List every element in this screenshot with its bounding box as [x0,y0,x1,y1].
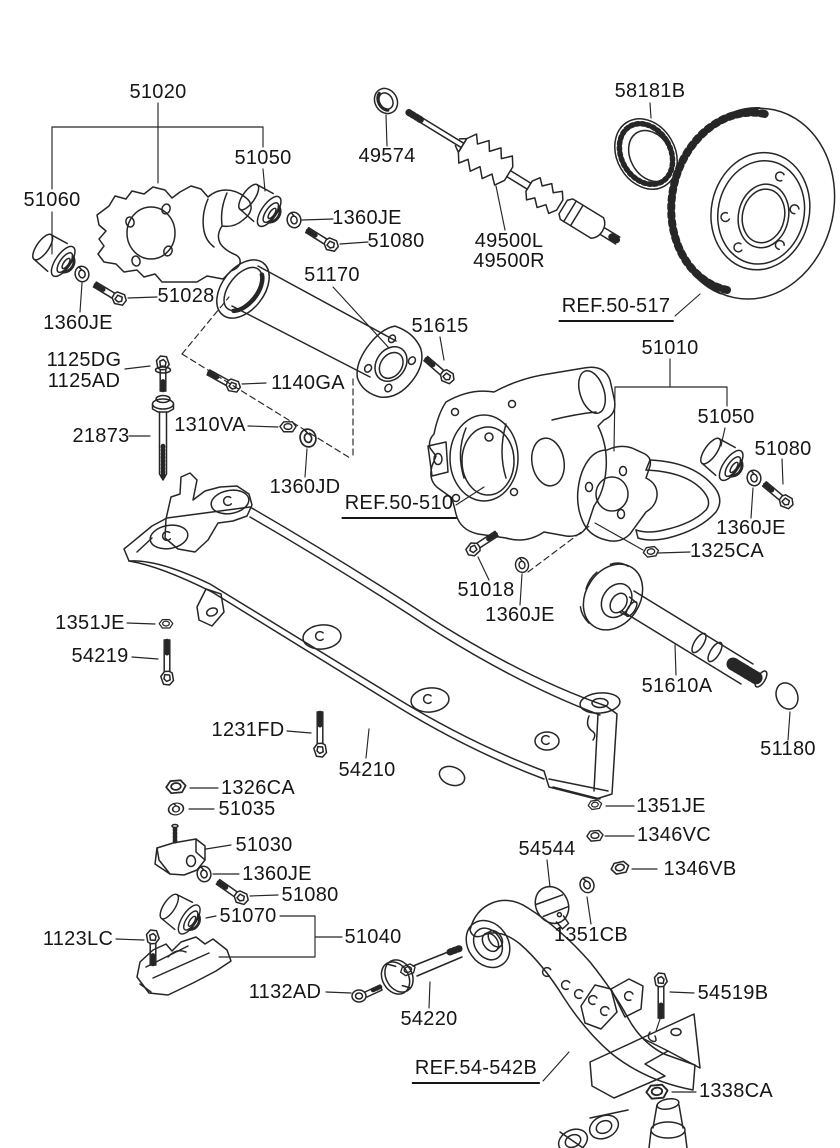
drawing-washer-1360je-right [744,468,764,488]
drawing-nut-1338ca [644,1083,670,1101]
drawing-seal-49574 [373,87,399,115]
drawing-nut-1346vc [585,829,605,843]
drawing-bushing-51050-top [232,177,290,234]
drawing-bolt-51080-top [304,225,340,254]
drawing-bushing-51070 [154,888,209,941]
drawing-nut-1351je-right [587,799,603,811]
drawing-bolt-51028 [92,279,129,308]
drawing-tube-51170 [216,259,423,399]
drawing-crossmember-54210 [123,472,621,800]
drawing-bolt-1132ad [351,984,383,1003]
drawing-nut-1346vb [609,859,631,876]
drawing-bushing-51060 [26,227,84,284]
assembly-dashed-lines [181,296,593,573]
drawing-bolt-1231fd [314,712,327,757]
drawing-differential-ref50-510 [427,366,616,541]
drawing-washer-1360je-mid [513,555,531,575]
drawing-bolt-1140ga [206,367,243,395]
leader-lines [51,102,791,1093]
drawing-washer-1360je-top [284,210,304,230]
drawing-bolt-51080-right [761,479,796,511]
drawing-washer-1360je-bottom [194,863,214,885]
drawing-bolt-54519b [655,973,668,1018]
drawing-bracket-51010 [576,445,721,542]
drawing-vbracket-51040 [136,936,232,996]
drawing-nut-1325ca [642,545,660,559]
drawing-bushing-51050-right [694,431,752,488]
drawing-brake-disc-ref50-517 [667,107,836,300]
drawing-bolt-51018 [464,529,500,559]
drawing-axle-shaft-51610a [579,562,768,688]
drawing-bolt-51080-bottom [215,877,251,907]
drawing-bolt-54220 [380,944,465,995]
drawing-washer-1360je-left [72,263,92,285]
drawing-bracket-51030 [154,823,206,876]
drawing-bracket-plate-51020 [96,185,252,283]
drawing-bolt-51615 [422,354,457,387]
drawing-cv-axle-49500 [405,109,622,245]
drawing-cap-54544 [534,885,570,930]
drawing-washer-51035 [166,800,186,818]
drawing-lower-arm-ref54-542b [465,899,701,1099]
drawing-bolt-1125 [156,356,171,391]
drawing-nut-1326ca [164,778,188,795]
drawing-washer-1351cb [576,874,598,896]
drawing-bolt-54219 [161,640,174,685]
drawing-bearing-58181b [614,118,678,190]
drawing-stud-21873 [151,394,175,481]
drawing-ball-joint [557,1097,688,1148]
drawing-nut-1351je-left [158,618,174,629]
drawing-washer-1360jd [297,426,319,450]
drawing-oring-51180 [775,682,799,710]
